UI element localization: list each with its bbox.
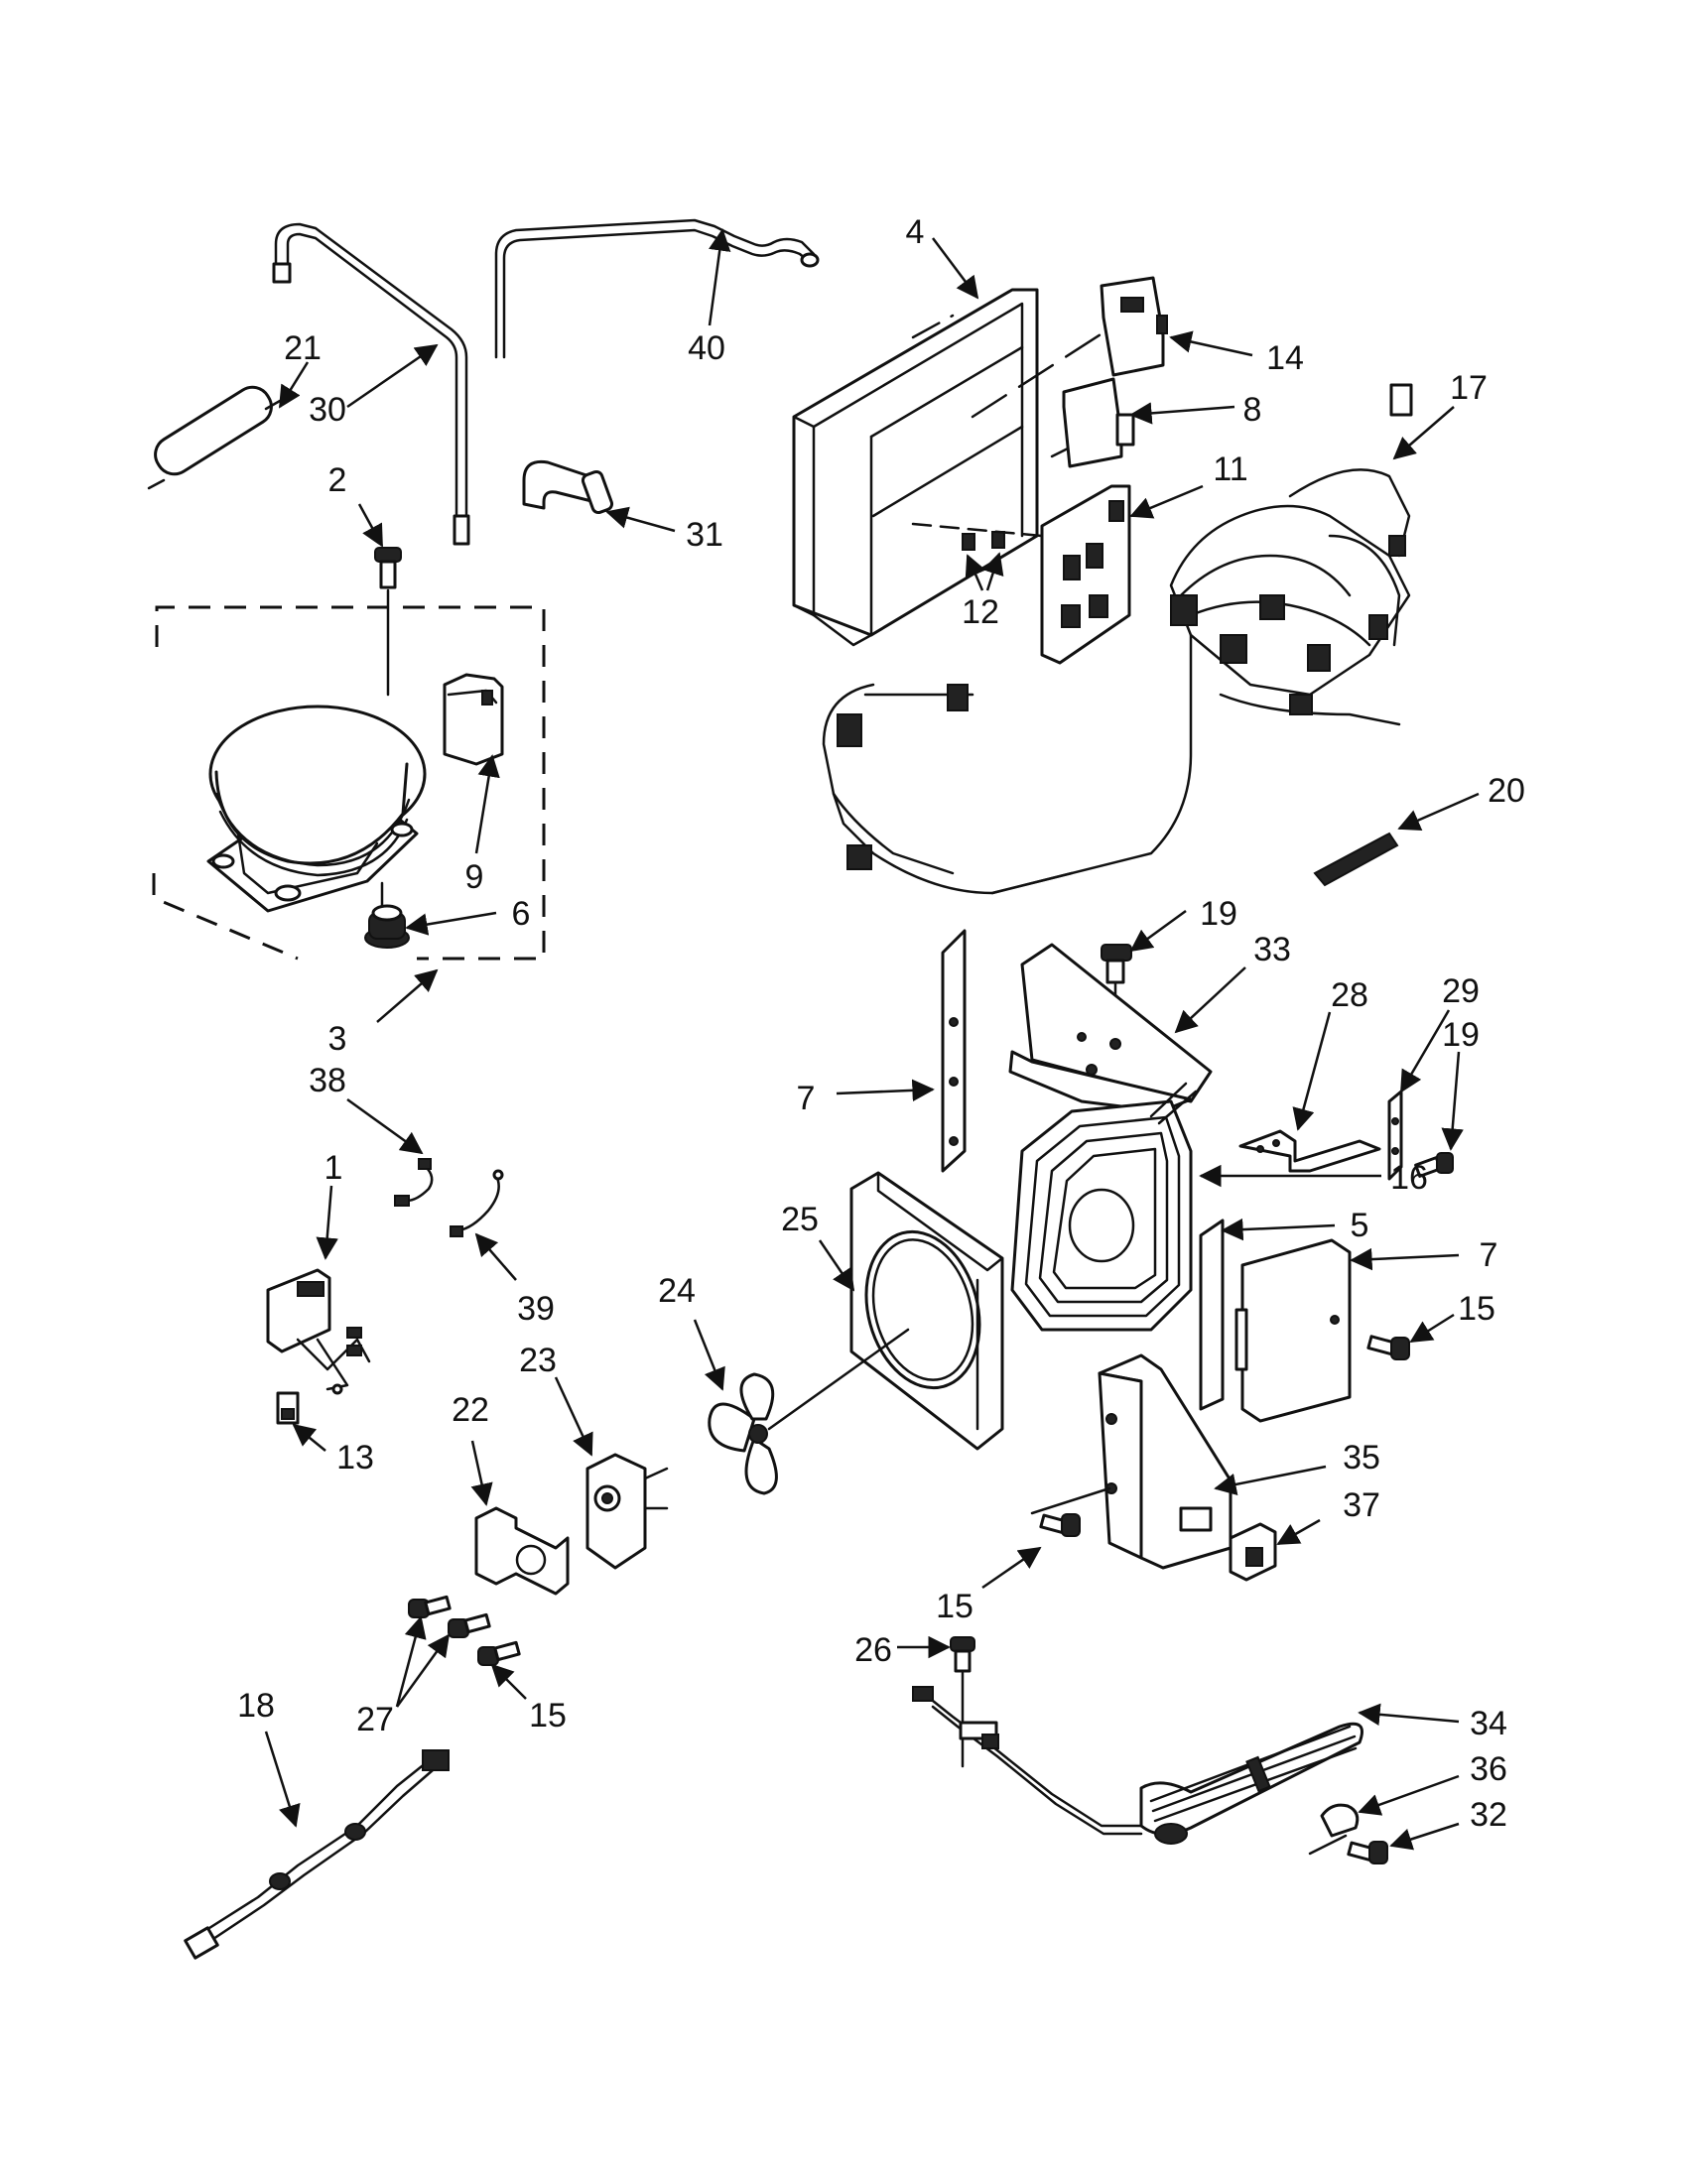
callout-37: 37: [1343, 1486, 1380, 1524]
callout-31: 31: [686, 516, 723, 554]
callout-29: 29: [1442, 972, 1480, 1010]
strap-20: [1313, 832, 1399, 887]
tube-40: [494, 218, 820, 359]
callout-30: 30: [309, 391, 346, 429]
callout-9: 9: [465, 858, 484, 896]
condenser-coil: [1010, 1082, 1198, 1332]
callout-28: 28: [1331, 976, 1368, 1014]
bracket-29: [1387, 1090, 1403, 1181]
bar-5: [1199, 1219, 1225, 1411]
heater-cord: [912, 1686, 1363, 1845]
callout-6: 6: [512, 895, 531, 933]
callout-numbers: 21 30 40 31 2 4 14 8 11 12 17 20 9 6 3 1…: [237, 213, 1525, 1834]
screw-15-left: [477, 1640, 521, 1666]
bracket-28: [1238, 1129, 1381, 1173]
grommet-6: [364, 904, 410, 949]
relay-cover: [443, 673, 504, 766]
callout-33: 33: [1253, 931, 1291, 968]
callout-19-right: 19: [1442, 1016, 1480, 1054]
control-board: [1040, 484, 1131, 665]
callout-15-middle: 15: [936, 1588, 973, 1625]
motor-bracket-22: [474, 1506, 570, 1596]
callout-27: 27: [356, 1701, 394, 1738]
fan-shroud: [849, 1171, 1004, 1451]
callout-20: 20: [1488, 772, 1525, 810]
callout-39: 39: [517, 1290, 555, 1328]
callout-15-left: 15: [529, 1697, 567, 1734]
bracket-35: [1030, 1353, 1233, 1570]
hose-31: [522, 459, 614, 515]
callout-11: 11: [1213, 450, 1247, 488]
callout-38: 38: [309, 1062, 346, 1099]
callout-12: 12: [962, 593, 999, 631]
bracket-33: [1008, 943, 1213, 1113]
screw-26: [950, 1636, 975, 1768]
screws-27: [408, 1595, 491, 1638]
module-8: [1062, 377, 1135, 468]
callout-22: 22: [452, 1391, 489, 1429]
board-14: [1100, 276, 1168, 377]
label-13: [276, 1391, 300, 1425]
motor-23: [585, 1453, 669, 1570]
wire-38: [394, 1158, 434, 1207]
callout-24: 24: [658, 1272, 696, 1310]
callout-34: 34: [1470, 1705, 1507, 1742]
screw-2: [374, 547, 402, 697]
callout-16: 16: [1390, 1159, 1428, 1197]
callout-25: 25: [781, 1201, 819, 1238]
bracket-7-left: [941, 929, 967, 1173]
screw-15-middle: [1039, 1513, 1081, 1537]
wiring-loop: [822, 683, 1074, 895]
panel-7-right: [1234, 1238, 1352, 1423]
callout-7-right: 7: [1480, 1236, 1498, 1274]
callout-17: 17: [1450, 369, 1488, 407]
callout-36: 36: [1470, 1750, 1507, 1788]
callout-5: 5: [1351, 1207, 1369, 1244]
filter-drier: [147, 385, 282, 490]
screw-19-top: [1101, 944, 1132, 1034]
fasteners-12: [911, 522, 1044, 551]
fan-blade: [708, 1328, 910, 1495]
callout-19-top: 19: [1200, 895, 1237, 933]
callout-4: 4: [906, 213, 925, 251]
callout-21: 21: [284, 329, 322, 367]
callout-32: 32: [1470, 1796, 1507, 1834]
compressor: [206, 705, 427, 925]
callout-1: 1: [324, 1149, 343, 1187]
callout-15-right: 15: [1458, 1290, 1495, 1328]
control-box: [792, 288, 1113, 647]
wire-harness: [990, 383, 1413, 895]
harness-18: [184, 1749, 450, 1960]
callout-7-left: 7: [797, 1080, 816, 1117]
callout-18: 18: [237, 1687, 275, 1725]
screw-32: [1347, 1841, 1388, 1864]
wire-39: [450, 1169, 504, 1237]
callout-14: 14: [1266, 339, 1304, 377]
callout-2: 2: [328, 461, 347, 499]
callout-3: 3: [328, 1020, 347, 1058]
callout-8: 8: [1243, 391, 1262, 429]
callout-26: 26: [854, 1631, 892, 1669]
callout-23: 23: [519, 1342, 557, 1379]
screw-19-right: [1414, 1152, 1454, 1178]
screw-15-right: [1366, 1335, 1410, 1360]
compressor-assembly-outline: [152, 605, 546, 961]
callout-13: 13: [336, 1439, 374, 1477]
relay-1: [266, 1268, 371, 1395]
callout-40: 40: [688, 329, 725, 367]
capacitor-37: [1229, 1522, 1277, 1582]
leader-lines: [264, 228, 1480, 1851]
clip-36: [1308, 1803, 1360, 1856]
callout-35: 35: [1343, 1439, 1380, 1477]
tube-30: [272, 222, 470, 546]
